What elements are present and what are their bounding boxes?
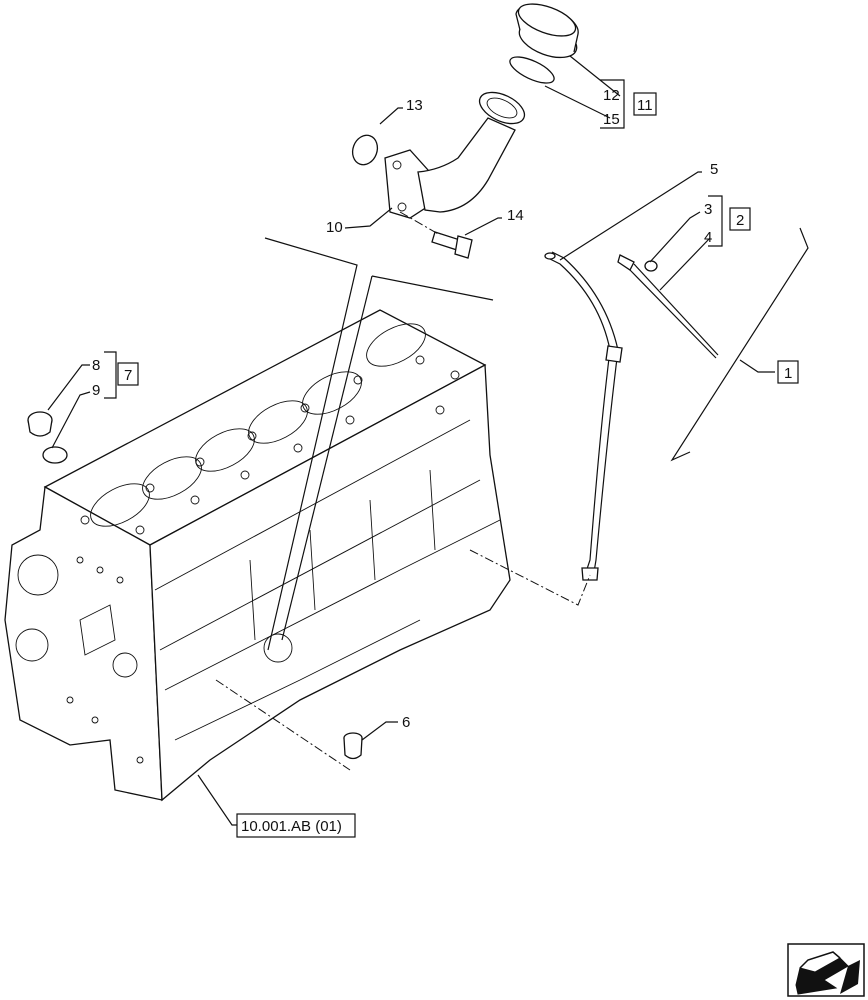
callout-4: 4	[704, 229, 712, 246]
callout-11: 11	[637, 97, 653, 114]
oil-filler-neck	[384, 91, 526, 219]
callout-7: 7	[124, 367, 132, 384]
callout-15: 15	[603, 111, 620, 128]
callout-6: 6	[402, 714, 410, 731]
engine-block	[4, 309, 511, 802]
cylinder-bores	[90, 323, 426, 527]
sleeve	[343, 732, 363, 760]
filler-cap	[515, 3, 579, 59]
arrow-navigation-icon	[787, 943, 865, 997]
plug-seal	[42, 446, 68, 464]
callout-12: 12	[603, 87, 620, 104]
bolt-holes	[80, 355, 460, 535]
callout-14: 14	[507, 207, 524, 224]
filler-cap-seal	[509, 56, 555, 84]
callout-3: 3	[704, 201, 712, 218]
callout-8: 8	[92, 357, 100, 374]
plug	[27, 411, 53, 437]
reference-label: 10.001.AB (01)	[241, 818, 342, 835]
callout-10: 10	[326, 219, 343, 236]
dipstick-tube	[544, 251, 623, 581]
callout-5: 5	[710, 161, 718, 178]
callout-13: 13	[406, 97, 423, 114]
callout-9: 9	[92, 382, 100, 399]
bolt	[431, 231, 473, 259]
callout-2: 2	[736, 212, 744, 229]
o-ring	[351, 134, 379, 166]
dipstick	[617, 254, 719, 359]
callout-1: 1	[784, 365, 792, 382]
